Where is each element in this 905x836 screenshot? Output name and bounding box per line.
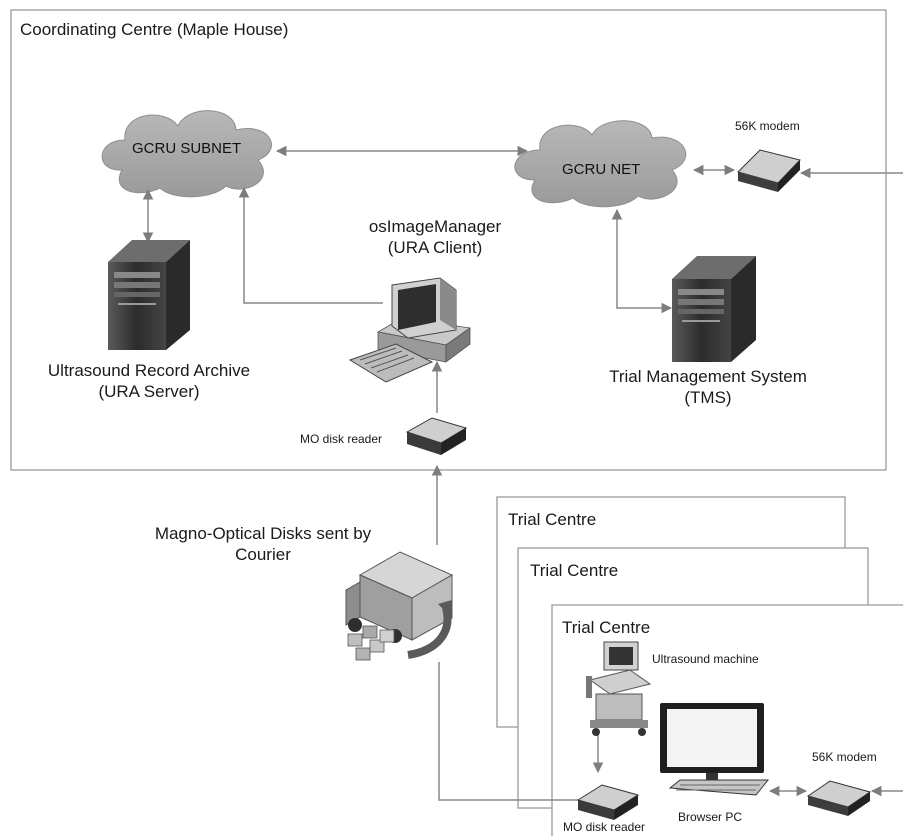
os-image-manager-sub: (URA Client) <box>387 238 483 257</box>
ura-server-label: Ultrasound Record Archive (URA Server) <box>30 360 268 402</box>
gcru-net-cloud <box>514 120 687 208</box>
courier-line1: Magno-Optical Disks sent by <box>154 524 372 543</box>
tms-label: Trial Management System (TMS) <box>590 366 826 408</box>
mo-reader-top-icon <box>405 417 468 455</box>
arrow-client-subnet <box>238 186 383 304</box>
ultrasound-machine-icon <box>586 641 652 736</box>
modem-top-icon <box>737 149 801 192</box>
disk-boxes-icon <box>347 625 395 661</box>
coordinating-centre-border <box>10 9 887 471</box>
gcru-subnet-cloud <box>101 110 272 198</box>
modem-top-label: 56K modem <box>735 119 800 133</box>
trial-centre-title-back: Trial Centre <box>508 510 597 529</box>
gcru-net-label: GCRU NET <box>562 161 641 178</box>
tms-server-icon <box>672 256 756 362</box>
modem-trial-icon <box>806 780 872 816</box>
browser-pc-label: Browser PC <box>678 810 743 824</box>
trial-centre-title-front: Trial Centre <box>562 618 651 637</box>
ura-server-name: Ultrasound Record Archive <box>47 361 251 380</box>
ura-server-icon <box>108 240 190 350</box>
courier-line2: Courier <box>235 545 291 564</box>
modem-trial-label: 56K modem <box>812 750 877 764</box>
os-image-manager-name: osImageManager <box>368 217 502 236</box>
os-image-manager-label: osImageManager (URA Client) <box>340 216 530 258</box>
courier-label: Magno-Optical Disks sent by Courier <box>128 523 398 565</box>
arrow-trial-reader-courier <box>438 662 580 801</box>
coordinating-centre-title: Coordinating Centre (Maple House) <box>20 20 289 39</box>
tms-name: Trial Management System <box>609 367 807 386</box>
trial-centre-title-middle: Trial Centre <box>530 561 619 580</box>
arrow-net-tms <box>611 208 673 314</box>
ura-server-sub: (URA Server) <box>98 382 200 401</box>
gcru-subnet-label: GCRU SUBNET <box>132 140 242 157</box>
mo-reader-trial-label: MO disk reader <box>563 820 646 834</box>
ultrasound-machine-label: Ultrasound machine <box>652 652 759 666</box>
tms-sub: (TMS) <box>684 388 732 407</box>
browser-pc-icon <box>660 703 770 796</box>
workstation-icon <box>348 277 472 383</box>
mo-reader-top-label: MO disk reader <box>300 432 383 446</box>
mo-reader-trial-icon <box>576 784 640 820</box>
